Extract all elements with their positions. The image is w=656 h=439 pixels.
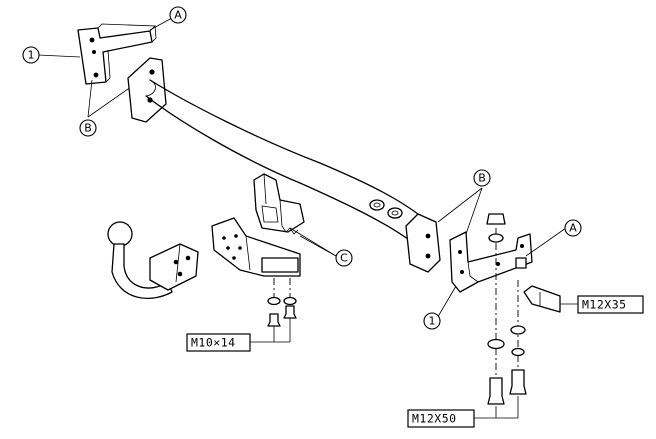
- callout-a-top: A: [169, 6, 187, 24]
- svg-text:C: C: [340, 252, 348, 265]
- svg-text:1: 1: [429, 315, 436, 328]
- callout-a-right: A: [564, 219, 582, 237]
- svg-text:M10×14: M10×14: [191, 336, 236, 350]
- main-crossbar: [127, 57, 441, 273]
- callout-1-top: 1: [22, 46, 40, 64]
- svg-text:A: A: [174, 9, 182, 22]
- tow-ball: [107, 221, 199, 299]
- svg-text:M12X50: M12X50: [412, 412, 457, 426]
- svg-text:M12X35: M12X35: [582, 298, 627, 312]
- svg-text:A: A: [569, 222, 577, 235]
- spec-m10x14: M10×14: [186, 333, 251, 352]
- spec-m12x50: M12X50: [407, 409, 475, 428]
- crossbar-nuts: [369, 199, 403, 219]
- receiver-plate: [211, 217, 301, 277]
- callout-1-right: 1: [423, 312, 441, 330]
- right-mounting-bracket: [449, 231, 533, 293]
- callout-b-right: B: [473, 169, 491, 187]
- svg-text:1: 1: [28, 49, 35, 62]
- svg-text:B: B: [84, 122, 92, 135]
- m10-bolts: [267, 278, 297, 342]
- left-mounting-bracket: [77, 23, 157, 85]
- callout-b-left: B: [79, 119, 97, 137]
- right-fasteners: [486, 213, 561, 405]
- callout-c: C: [335, 249, 353, 267]
- svg-text:B: B: [478, 172, 486, 185]
- spec-m12x35: M12X35: [577, 295, 644, 314]
